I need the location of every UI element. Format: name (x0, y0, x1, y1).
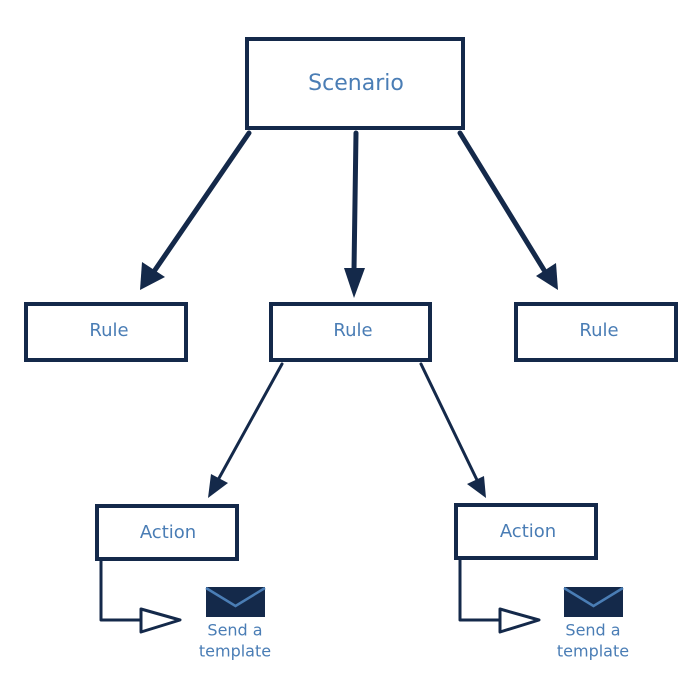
output-right-line1: Send a (565, 621, 620, 640)
hollow-arrowhead-left (139, 607, 182, 634)
edge-action-right-output (458, 558, 501, 622)
output-send-template-left: Send a template (199, 586, 271, 661)
node-rule-center[interactable]: Rule (269, 302, 432, 362)
node-rule-left-label: Rule (89, 320, 128, 341)
arrowhead-rule-left (140, 262, 165, 290)
output-right-line2: template (557, 642, 629, 661)
output-left-line1: Send a (207, 621, 262, 640)
node-rule-center-label: Rule (333, 320, 372, 341)
action-to-output-edges (99, 558, 541, 634)
node-action-right[interactable]: Action (454, 503, 598, 560)
edge-scenario-rule-center (351, 130, 359, 273)
edge-scenario-rule-right (457, 130, 547, 273)
node-scenario-label: Scenario (308, 71, 404, 96)
arrowhead-action-right (467, 476, 486, 498)
node-rule-right-label: Rule (579, 320, 618, 341)
node-rule-left[interactable]: Rule (24, 302, 188, 362)
edge-rule-action-right (419, 362, 479, 482)
node-action-right-label: Action (500, 521, 556, 542)
envelope-icon (563, 586, 624, 617)
arrowhead-action-left (208, 474, 228, 498)
rule-to-action-edges (208, 362, 486, 498)
scenario-to-rule-edges (140, 130, 558, 298)
edge-rule-action-left (216, 362, 284, 482)
envelope-icon (205, 586, 266, 617)
arrowhead-rule-right (536, 263, 558, 290)
node-action-left[interactable]: Action (95, 504, 239, 561)
node-rule-right[interactable]: Rule (514, 302, 678, 362)
arrowhead-rule-center (344, 268, 365, 298)
node-scenario[interactable]: Scenario (245, 37, 465, 130)
output-send-template-right: Send a template (557, 586, 629, 661)
node-action-left-label: Action (140, 522, 196, 543)
edge-scenario-rule-left (152, 130, 252, 273)
hollow-arrowhead-right (498, 607, 541, 634)
edge-action-left-output (99, 558, 142, 622)
output-left-line2: template (199, 642, 271, 661)
